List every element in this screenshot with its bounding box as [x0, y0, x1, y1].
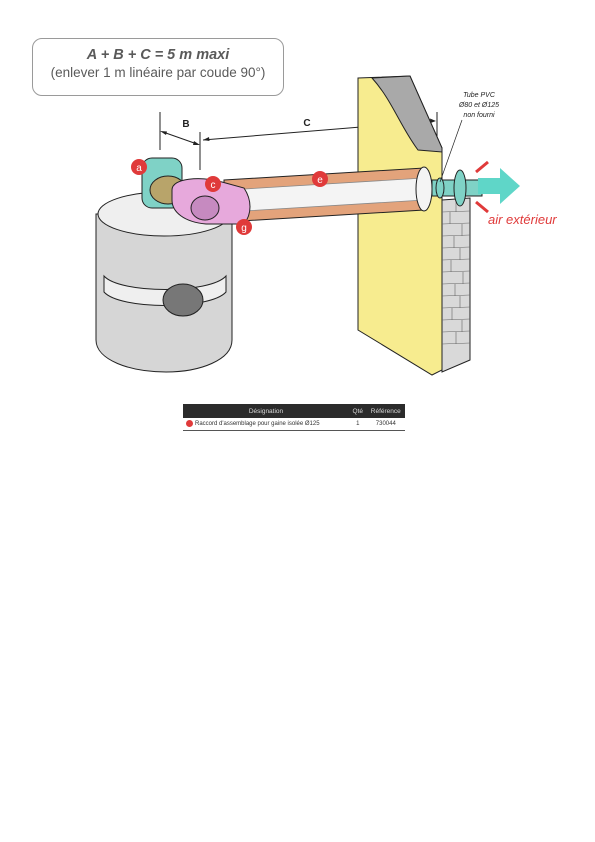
marker-g: g — [236, 219, 252, 235]
air-label: air extérieur — [488, 212, 557, 227]
outflow-arrow — [478, 168, 520, 204]
header-qty: Qté — [349, 404, 367, 418]
arrow-c-left — [203, 137, 210, 141]
header-reference: Référence — [366, 404, 405, 418]
row-designation: Raccord d'assemblage pour gaine isolée Ø… — [195, 421, 320, 428]
tube-note-line1: Tube PVC — [463, 92, 496, 99]
row-qty: 1 — [349, 418, 367, 431]
marker-e-label: e — [317, 175, 323, 186]
marker-c-label: c — [211, 180, 216, 191]
table-row: Raccord d'assemblage pour gaine isolée Ø… — [183, 418, 405, 431]
parts-table: Désignation Qté Référence Raccord d'asse… — [183, 404, 405, 431]
tube-note-line2: Ø80 et Ø125 — [458, 102, 499, 109]
tube-note: Tube PVC Ø80 et Ø125 non fourni — [458, 92, 499, 119]
formula-line1: A + B + C = 5 m maxi — [86, 47, 230, 63]
formula-box: A + B + C = 5 m maxi (enlever 1 m linéai… — [32, 38, 284, 96]
wall — [357, 75, 471, 376]
installation-diagram: B C — [95, 75, 557, 376]
insulated-duct — [223, 166, 433, 223]
elbow-g — [171, 178, 251, 225]
marker-a-label: a — [136, 163, 142, 174]
header-designation: Désignation — [183, 404, 349, 418]
arrow-b-left — [160, 131, 167, 135]
row-reference: 730044 — [366, 418, 405, 431]
inflow-arrow-bottom — [475, 200, 489, 214]
tube-note-leader — [439, 119, 463, 183]
row-designation-cell: Raccord d'assemblage pour gaine isolée Ø… — [183, 418, 349, 431]
marker-g-label: g — [241, 223, 247, 234]
marker-c: c — [205, 176, 221, 192]
marker-dot-icon — [186, 420, 193, 428]
table-header-row: Désignation Qté Référence — [183, 404, 405, 418]
formula-line2: (enlever 1 m linéaire par coude 90°) — [50, 65, 266, 80]
dimension-c-label: C — [303, 118, 310, 129]
arrow-c-right — [430, 118, 436, 123]
marker-e: e — [312, 171, 328, 187]
inflow-arrow-top — [475, 160, 489, 174]
tube-note-line3: non fourni — [463, 112, 495, 119]
wall-terminal — [431, 169, 483, 207]
arrow-b-right — [193, 141, 200, 145]
marker-a: a — [131, 159, 147, 175]
dimension-b-label: B — [182, 119, 189, 130]
